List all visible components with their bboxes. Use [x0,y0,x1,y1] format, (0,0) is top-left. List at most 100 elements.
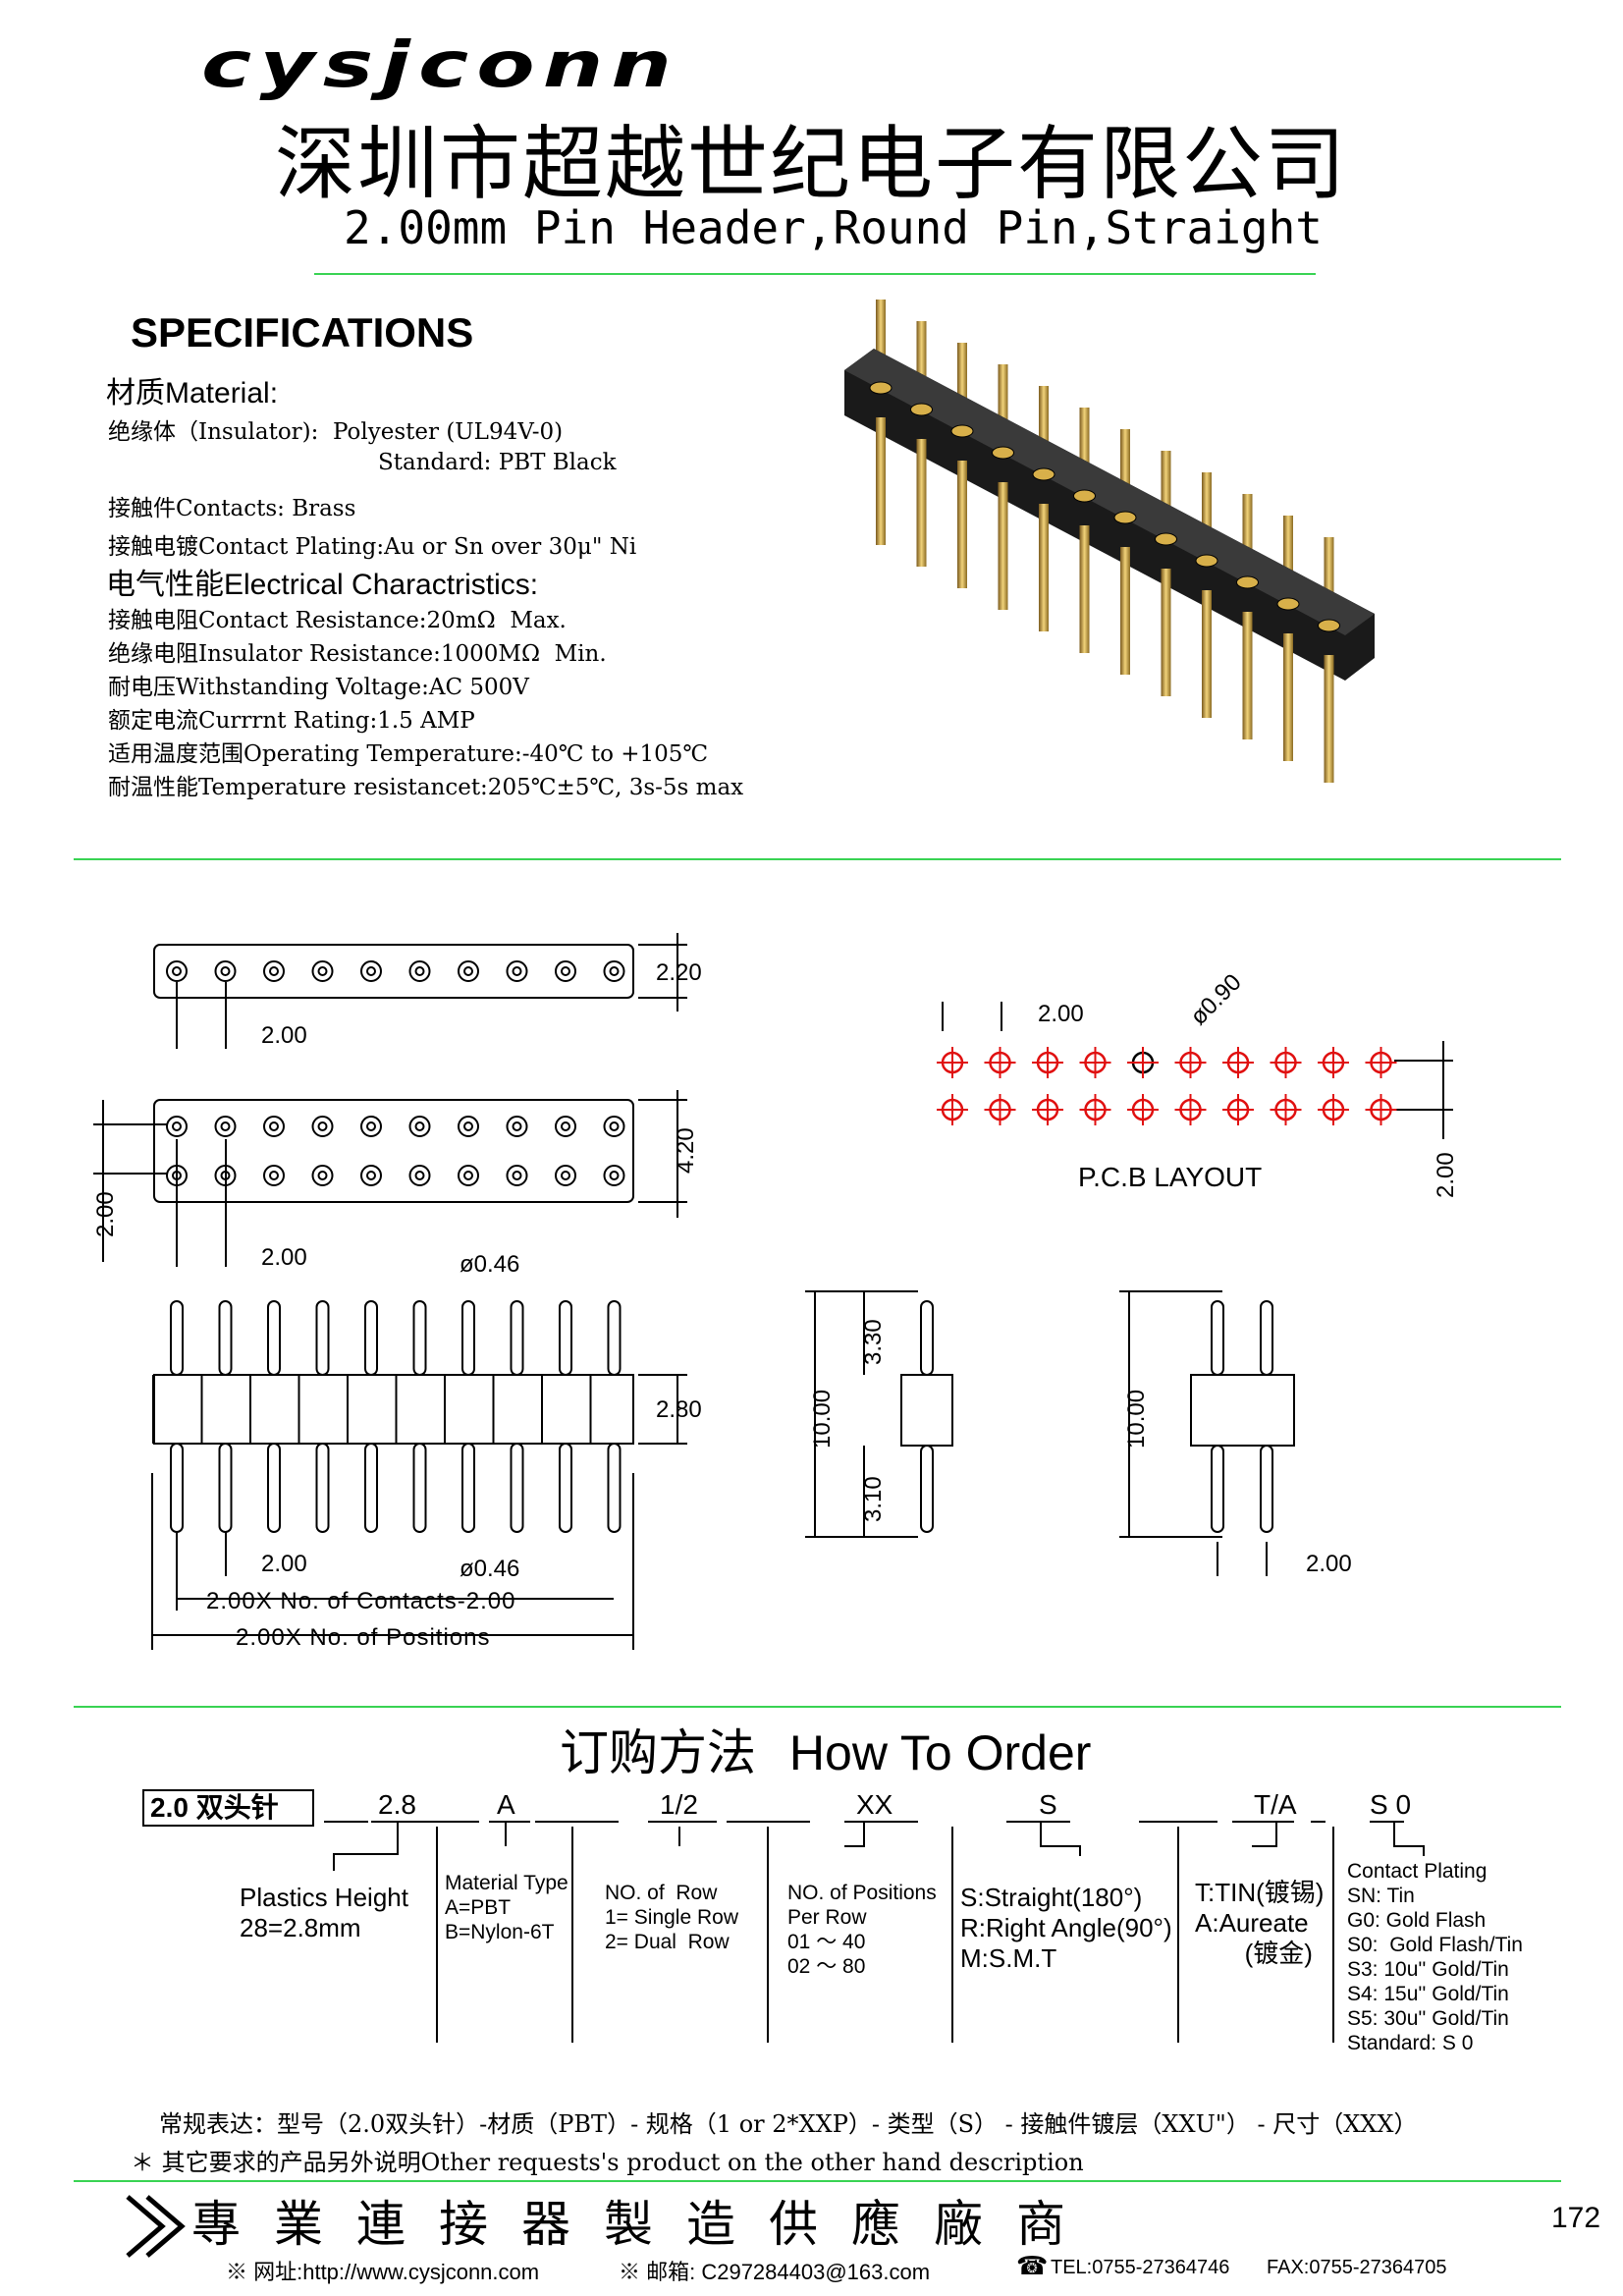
hole-outer [360,960,382,982]
height-desc: Plastics Height 28=2.8mm [240,1883,408,1942]
hole-outer [603,1116,625,1137]
pin-top [869,381,893,395]
dim-3-10: 3.10 [860,1476,887,1522]
pin-upper [920,1300,934,1376]
divider [74,2180,1561,2182]
other-requests-note: ＊ 其它要求的产品另外说明Other requests's product on… [131,2149,1084,2176]
pin-upper [461,1300,475,1376]
hole-inner [512,1171,522,1180]
rows-desc: NO. of Row 1= Single Row 2= Dual Row [605,1882,738,1953]
pin-lower [1211,1445,1224,1533]
pin-lower [267,1443,281,1533]
hole-inner [366,1171,376,1180]
pin-top [910,403,933,416]
code-positions: XX [856,1789,893,1820]
hole-inner [220,966,231,976]
code-height: 2.8 [378,1789,416,1820]
hole-outer [555,1165,576,1186]
hole-inner [269,1171,279,1180]
pin-upper [267,1300,281,1376]
dim-3-30: 3.30 [860,1319,887,1365]
chevron-logo-icon [126,2195,186,2258]
dim-2-00-side: 2.00 [261,1551,307,1577]
hole-inner [172,1171,182,1180]
pin-lower [957,461,967,588]
pin-upper [876,300,886,388]
pin-upper [1324,537,1334,626]
pin-top [950,424,974,438]
pin-upper [1260,1300,1273,1376]
footer-fax: FAX:0755-27364705 [1267,2257,1447,2278]
pin-upper [916,321,927,410]
pin-upper [1202,472,1212,561]
phone-icon: ☎ [1016,2252,1049,2281]
hole-outer [166,1116,188,1137]
dim-0-90: ø0.90 [1185,969,1246,1030]
pin-upper [364,1300,378,1376]
pin-lower [559,1443,572,1533]
spec-current: 额定电流Currrnt Rating:1.5 AMP [108,708,475,734]
dim-4-20: 4.20 [673,1127,699,1174]
hole-outer [360,1116,382,1137]
expression-note: 常规表达：型号（2.0双头针）-材质（PBT）- 规格（1 or 2*XXP）-… [159,2110,1418,2138]
order-title: 订购方法 How To Order [560,1714,1091,1784]
hole-outer [311,1165,334,1186]
hole-inner [609,1121,620,1131]
hole-outer [458,960,479,982]
spec-insulator: 绝缘体（Insulator): Polyester (UL94V-0) [108,419,564,445]
code-rows: 1/2 [660,1789,698,1820]
company-name: 深圳市超越世纪电子有限公司 [275,118,1348,211]
hole-outer [166,1165,188,1186]
hole-inner [172,1121,182,1131]
hole-inner [512,1121,522,1131]
code-material: A [497,1789,515,1820]
hole-inner [414,1171,425,1180]
pin-upper [1079,408,1090,496]
spec-standard: Standard: PBT Black [378,450,617,475]
hole-inner [561,1171,570,1180]
page-number: 172 [1551,2202,1601,2234]
spec-temp-resist: 耐温性能Temperature resistancet:205℃±5℃, 3s-… [108,775,744,800]
pin-lower [1202,590,1212,718]
pin-upper [559,1300,572,1376]
divider [314,273,1316,275]
hole-outer [458,1165,479,1186]
dim-0-46-top: ø0.46 [460,1251,519,1278]
pin-upper [1242,494,1253,582]
hole-outer [555,1116,576,1137]
spec-plating: 接触电镀Contact Plating:Au or Sn over 30μ" N… [108,534,637,560]
hole-inner [463,966,473,976]
hole-outer [506,960,528,982]
pin-upper [315,1300,330,1376]
hole-inner [609,966,620,976]
positions-formula: 2.00X No. of Positions [236,1624,490,1651]
product-title: 2.00mm Pin Header,Round Pin,Straight [344,201,1323,254]
dim-10-00-a: 10.00 [809,1390,836,1449]
pin-top [1318,619,1340,632]
hole-outer [263,960,285,982]
hole-inner [463,1171,473,1180]
hole-outer [311,1116,334,1137]
pin-upper [170,1300,184,1376]
hole-inner [269,1121,279,1131]
pin-top [1276,597,1300,611]
pin-upper [1211,1300,1224,1376]
pin-top [1113,511,1137,524]
hole-inner [609,1171,620,1180]
hole-outer [458,1116,479,1137]
hole-inner [561,966,570,976]
hole-outer [166,960,188,982]
pin-lower [998,482,1008,610]
hole-outer [506,1165,528,1186]
hole-outer [408,960,431,982]
hole-outer [214,960,237,982]
hole-inner [414,966,425,976]
pin-upper [1161,451,1171,539]
pin-lower [1260,1445,1273,1533]
hole-inner [366,1121,376,1131]
hole-inner [512,966,522,976]
hole-inner [463,1121,473,1131]
pin-top [1073,489,1096,503]
pin-lower [607,1443,622,1533]
pin-lower [916,439,927,567]
